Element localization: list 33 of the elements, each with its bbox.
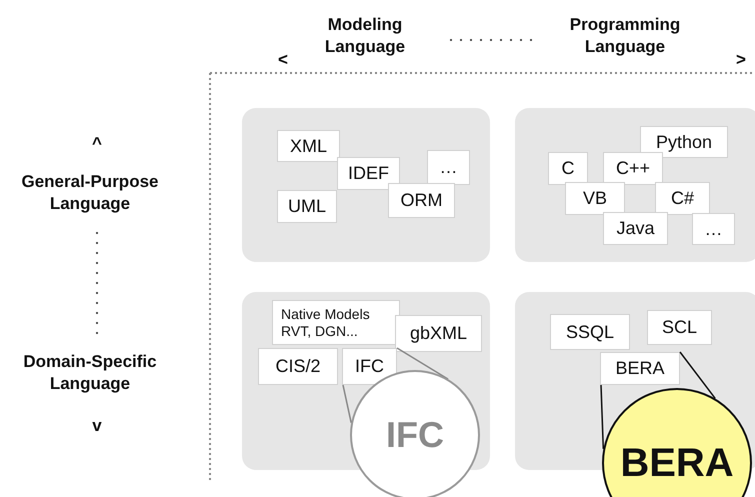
language-tag: Java <box>603 212 668 245</box>
leader-line <box>600 384 604 449</box>
language-tag: C <box>548 152 588 185</box>
direction-marker: < <box>277 48 289 71</box>
language-tag: UML <box>277 190 337 223</box>
language-tag: gbXML <box>395 315 482 352</box>
direction-marker: ^ <box>91 132 103 155</box>
quadrant-panel <box>515 108 755 262</box>
language-tag: Native Models RVT, DGN... <box>272 300 400 345</box>
language-tag: SCL <box>647 310 712 345</box>
leader-line <box>679 352 716 399</box>
axis-label: General-Purpose Language <box>20 170 160 215</box>
direction-marker: v <box>91 414 103 437</box>
language-tag: VB <box>565 182 625 215</box>
language-tag: … <box>427 150 470 185</box>
quadrant-panel <box>242 108 490 262</box>
language-tag: C# <box>655 182 710 215</box>
leader-line <box>342 384 352 423</box>
language-tag: ORM <box>388 183 455 218</box>
language-tag: SSQL <box>550 314 630 350</box>
language-tag: BERA <box>600 352 680 385</box>
language-tag: Python <box>640 126 728 158</box>
language-tag: … <box>692 213 735 245</box>
axis-label: Domain-Specific Language <box>22 350 158 395</box>
axis-label: Modeling Language <box>324 14 406 58</box>
leader-line <box>396 347 448 380</box>
language-tag: XML <box>277 130 340 162</box>
language-tag: CIS/2 <box>258 348 338 385</box>
language-tag: C++ <box>603 152 663 185</box>
axis-label: Programming Language <box>568 14 682 58</box>
language-tag: IDEF <box>337 157 400 190</box>
language-tag: IFC <box>342 348 397 385</box>
direction-marker: > <box>735 48 747 71</box>
